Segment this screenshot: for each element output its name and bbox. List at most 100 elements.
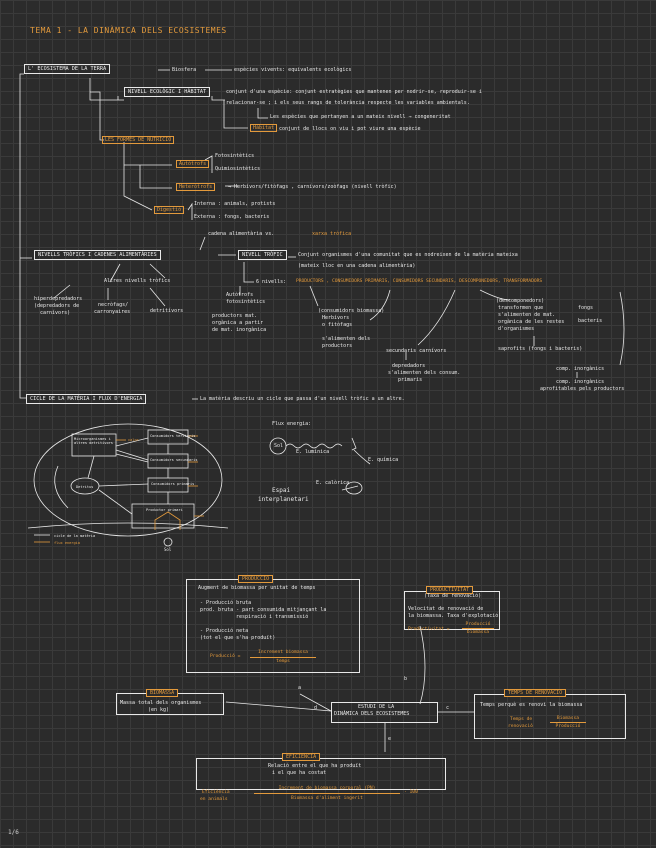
productivitat-formula-den: biomassa xyxy=(466,630,490,635)
carn-4: primaris xyxy=(398,377,423,383)
eficiencia-box xyxy=(196,758,446,790)
eficiencia-fraction-bar xyxy=(254,793,400,794)
produccio-formula-den: temps xyxy=(276,659,290,664)
eficiencia-times: · 100 xyxy=(404,790,418,795)
autotrofs-sub: Autòtrofs xyxy=(226,292,254,298)
nivell-ecologic-box: NIVELL ECOLÒGIC I HÀBITAT xyxy=(124,87,211,97)
diagram-calor: calor xyxy=(128,438,139,442)
productivitat-formula-label: Productivitat = xyxy=(408,627,450,632)
legend-flux: flux energia xyxy=(54,541,80,545)
renovacio-label-1: Temps de xyxy=(510,717,533,722)
eficiencia-l1: Relació entre el que ha produït xyxy=(268,763,362,769)
prod-3: de mat. inorgànica xyxy=(212,327,267,333)
center-l2: DINÀMICA DELS ECOSISTEMES xyxy=(334,711,410,717)
center-l1: ESTUDI DE LA xyxy=(358,704,395,710)
produccio-l2: - Producció bruta xyxy=(200,600,252,606)
autotrofs-label: Autòtrofs xyxy=(176,160,210,168)
produccio-l3: prod. bruta - part consumida mitjançant … xyxy=(200,607,327,613)
nivell-note: Les espècies que pertanyen a un mateix n… xyxy=(270,114,451,120)
necro-1: necròfags/ xyxy=(98,302,129,308)
produccio-formula-num: Increment biomassa xyxy=(258,650,308,655)
produccio-head: PRODUCCIÓ xyxy=(238,575,274,583)
productivitat-formula-num: Producció xyxy=(465,622,491,627)
transf-3: aprofitables pels productors xyxy=(540,386,625,392)
nivell-line-2: relacionar-se ; i els seus rangs de tole… xyxy=(226,100,470,106)
auto-1: Fotosintètics xyxy=(215,153,255,159)
digestio-label: Digestió xyxy=(154,206,185,214)
transf-1: comp. inorgànics xyxy=(556,366,605,372)
desc-2: transformen que xyxy=(498,305,544,311)
eficiencia-formula-num: Increment de biomassa corporal (PN) xyxy=(278,786,376,791)
detritivors: detritívors xyxy=(150,308,184,314)
xarxa-text: xarxa tròfica xyxy=(312,231,352,237)
arrow-label-d: d xyxy=(314,705,318,711)
productivitat-l1: Velocitat de renovació de xyxy=(408,606,484,612)
diagram-productor: Productor primari xyxy=(146,508,183,512)
altres-nivells: Altres nivells tròfics xyxy=(104,278,171,284)
productivitat-sub: (Taxa de renovació) xyxy=(424,593,482,599)
prod-2: orgànica a partir xyxy=(212,320,264,326)
ecosystem-cycle-diagram xyxy=(28,423,228,547)
biomassa-l2: (en kg) xyxy=(148,707,170,713)
carn-1: secundaris carnívors xyxy=(386,348,447,354)
renovacio-l1: Temps perquè es renovi la biomassa xyxy=(480,702,583,708)
flux-title: Flux energia: xyxy=(272,421,312,427)
dig-1: Interna : animals, protists xyxy=(194,201,276,207)
diagram-primaris: Consumidors primaris xyxy=(151,482,195,486)
renovacio-fraction-bar xyxy=(550,722,586,723)
nivells-box: NIVELLS TRÒFICS I CADENES ALIMENTÀRIES xyxy=(34,250,161,260)
nivells-count: 6 nivells: xyxy=(256,279,287,285)
cons-5: productors xyxy=(322,343,353,349)
renovacio-formula-den: Producció xyxy=(555,724,581,729)
eficiencia-formula-den: Biomassa d'aliment ingerit xyxy=(291,796,363,801)
eficiencia-label-1: Eficiència xyxy=(202,790,230,795)
renovacio-head: TEMPS DE RENOVACIÓ xyxy=(504,689,567,697)
produccio-formula-label: Producció = xyxy=(210,654,241,659)
diagram-microorg: Microorganismes i altres detritívors xyxy=(74,437,113,446)
cicle-text: La matèria descriu un cicle que passa d'… xyxy=(200,396,405,402)
cadena-text: cadena alimentària vs. xyxy=(208,231,275,237)
arrow-label-c: c xyxy=(446,705,450,711)
diagram-sol: Sol xyxy=(164,547,172,552)
fotosintetics-sub: fotosintètics xyxy=(226,299,266,305)
habitat-text: conjunt de llocs on viu i pot viure una … xyxy=(279,126,421,132)
renovacio-label-2: renovació xyxy=(508,724,533,729)
auto-2: Quimiosintètics xyxy=(215,166,261,172)
biomassa-head: BIOMASSA xyxy=(146,689,179,697)
page-number: 1/6 xyxy=(8,829,19,836)
cons-1: (consumidors biomassa) xyxy=(318,308,385,314)
ecosistema-box: L' ECOSISTEMA DE LA TERRA xyxy=(24,64,111,74)
flux-espai: Espai xyxy=(272,487,291,494)
nivell-line-1: conjunt d'una espècie: conjunt estratègi… xyxy=(226,89,482,95)
produccio-fraction-bar xyxy=(250,657,316,658)
desc-8: bacteris xyxy=(578,318,603,324)
diagram-secundaris: Consumidors secundaris xyxy=(150,458,198,462)
eficiencia-label-2: en animals xyxy=(200,797,228,802)
carn-3: s'alimenten dels consum. xyxy=(388,370,461,376)
desc-4: orgànica de les restes xyxy=(498,319,565,325)
dig-2: Externa : fongs, bacteris xyxy=(194,214,270,220)
biosfera-text: Biosfera xyxy=(172,67,197,73)
eficiencia-l2: i el que ha costat xyxy=(272,770,327,776)
diagram-terciaris: Consumidors terciaris xyxy=(150,434,196,438)
productivitat-head: PRODUCTIVITAT xyxy=(426,586,474,594)
hetero-text: → Herbívors/fitòfags , carnívors/zoòfags… xyxy=(228,184,397,190)
flux-e-cal: E. calòrica xyxy=(316,480,350,486)
arrow-label-b: b xyxy=(404,676,408,682)
desc-6: saprofits (fongs i bacteris) xyxy=(498,346,583,352)
desc-7: fongs xyxy=(578,305,594,311)
arrow-label-e: e xyxy=(388,736,392,742)
produccio-l4: respiració i transmissió xyxy=(236,614,309,620)
diagram-detritus: Detritus xyxy=(76,485,94,489)
eficiencia-head: EFICIÈNCIA xyxy=(282,753,321,761)
flux-e-lum: E. lumínica xyxy=(296,449,330,455)
cons-2: Herbívors xyxy=(322,315,350,321)
nivells-list: PRODUCTORS , CONSUMIDORS PRIMARIS, CONSU… xyxy=(296,279,543,284)
transf-2: comp. inorgànics xyxy=(556,379,605,385)
nivell-trofic-box: NIVELL TRÒFIC xyxy=(238,250,287,260)
flux-sol: Sol xyxy=(274,443,284,449)
flux-e-quim: E. química xyxy=(368,457,399,463)
prod-1: productors mat. xyxy=(212,313,258,319)
desc-3: s'alimenten de mat. xyxy=(498,312,556,318)
